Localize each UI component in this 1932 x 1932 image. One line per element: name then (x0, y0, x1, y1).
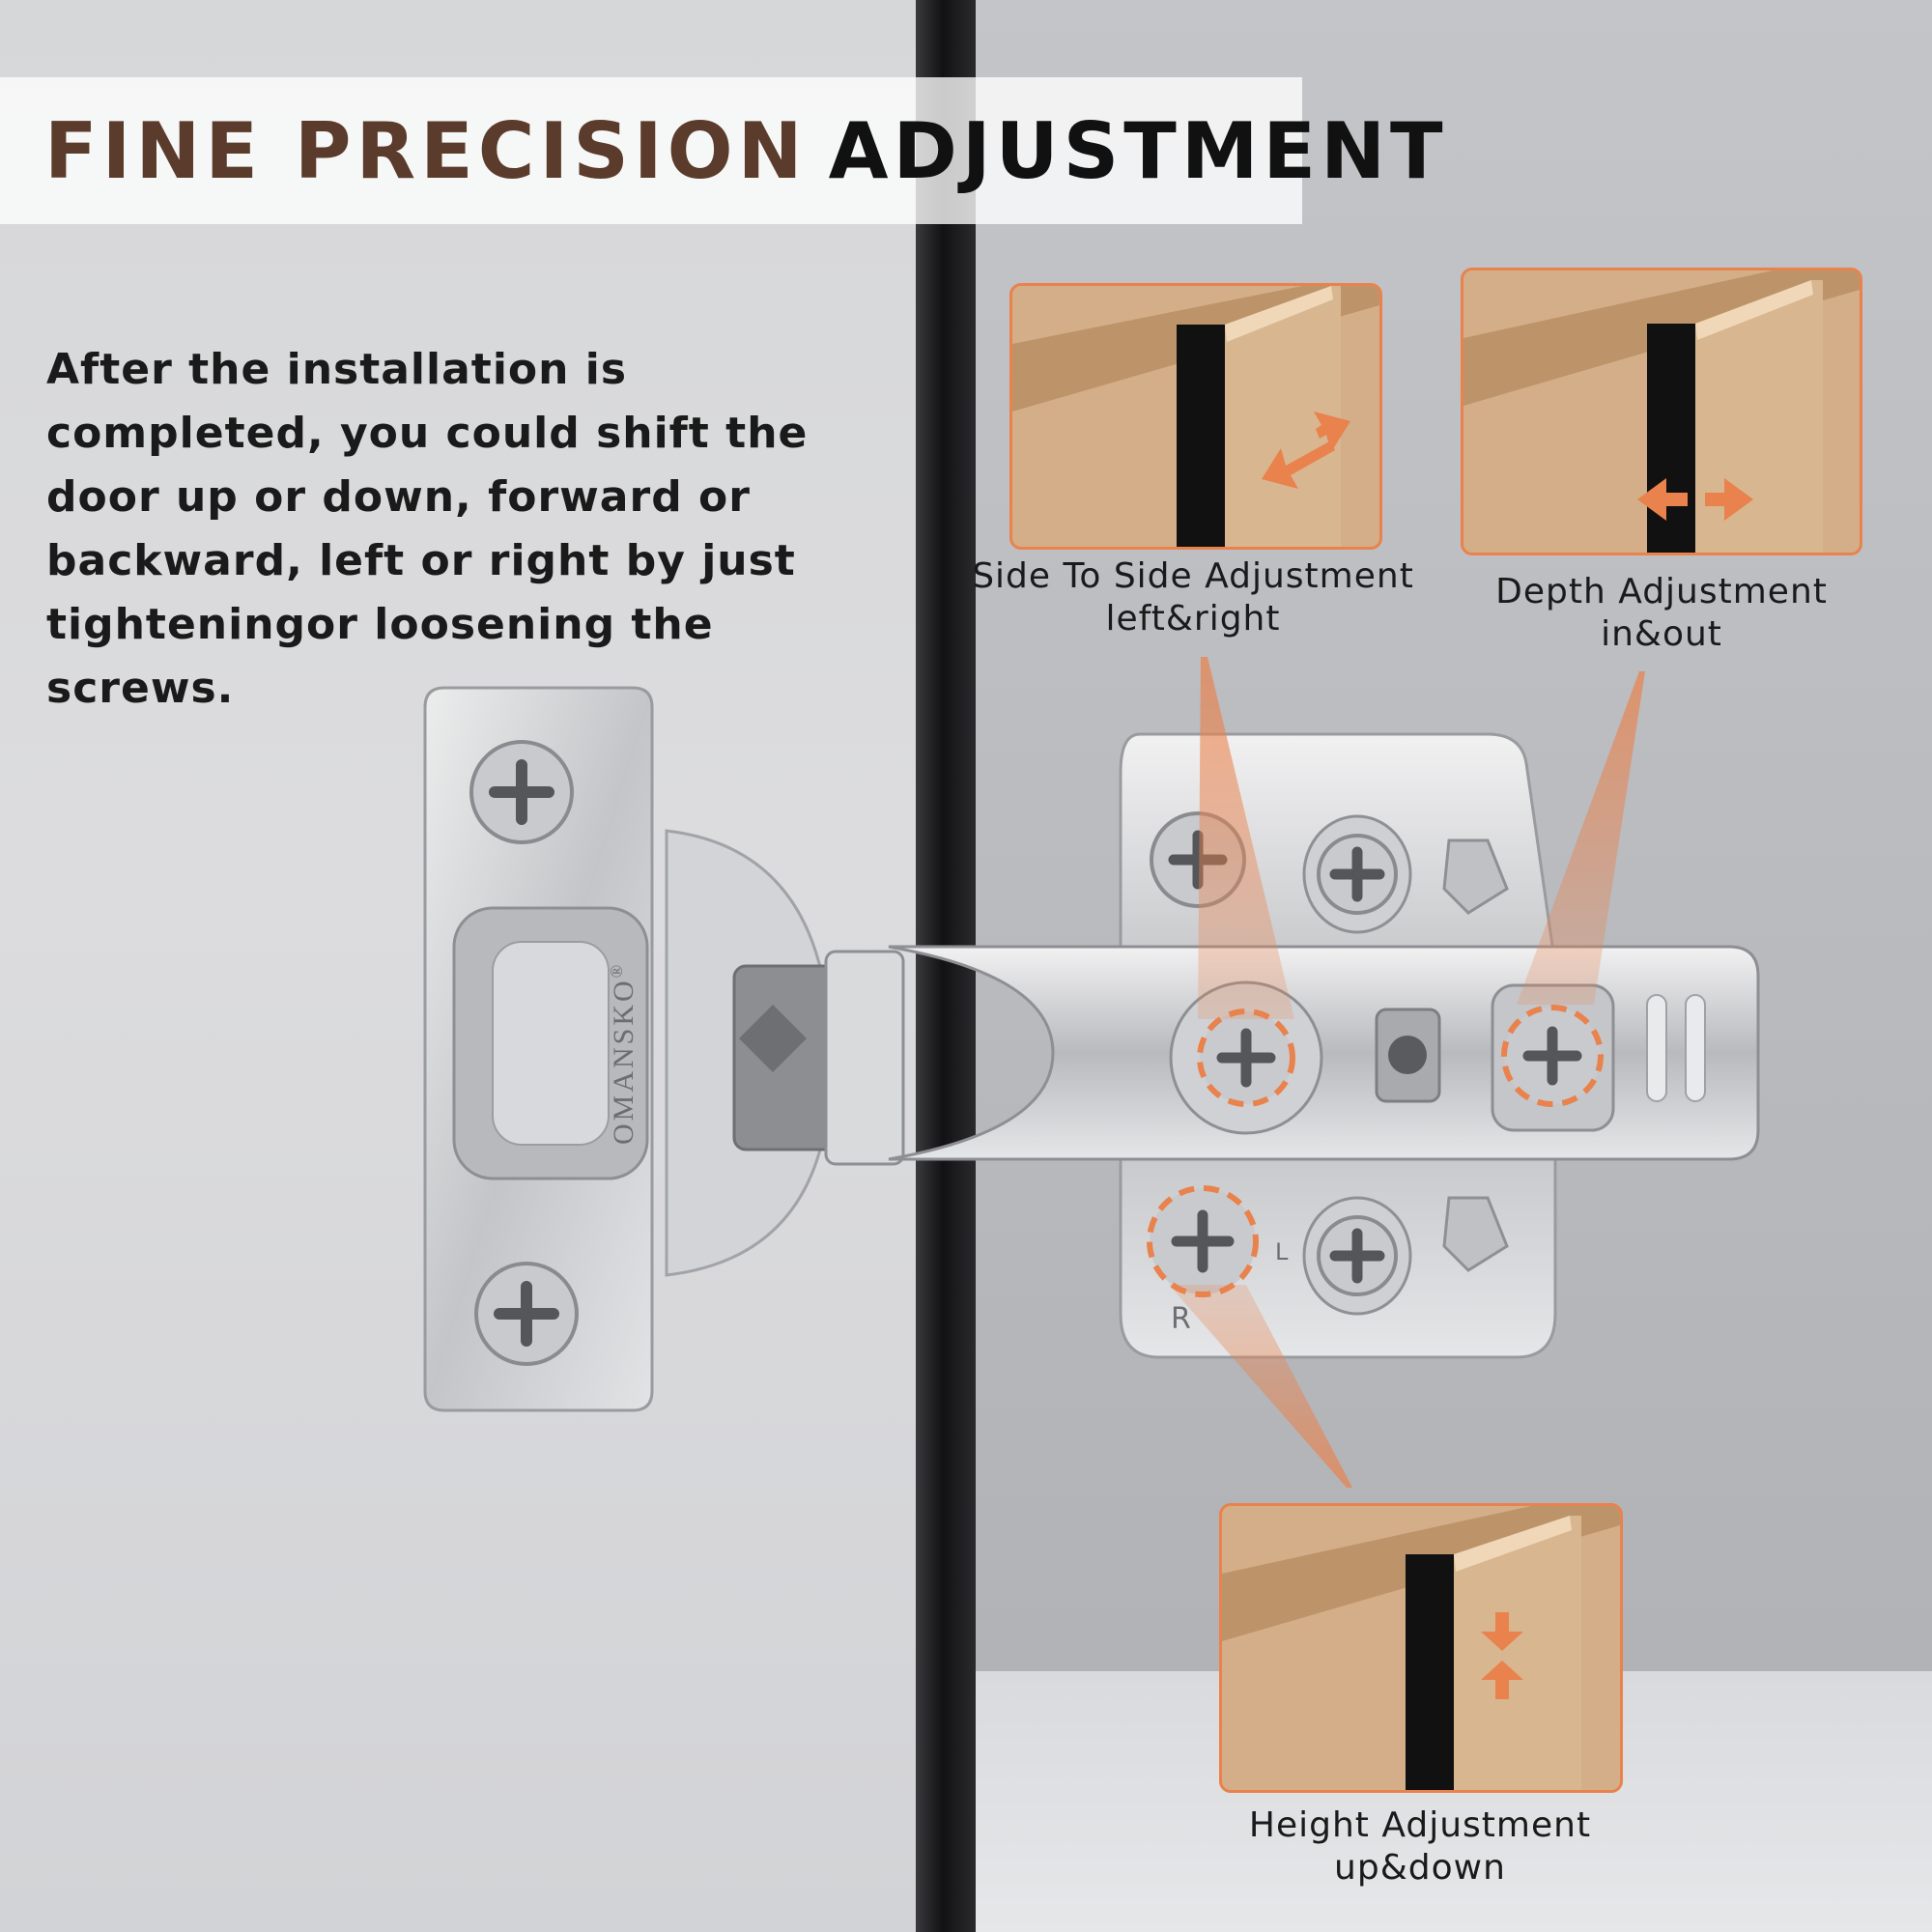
brand-logo: OMANSKO® (607, 932, 645, 1145)
depth-adjust-subtitle: in&out (1601, 614, 1722, 654)
plate-mark-right: R (1171, 1302, 1191, 1336)
side-adjust-subtitle: left&right (1105, 599, 1281, 639)
phillips-screw-icon (1147, 1185, 1259, 1297)
side-adjust-caption: Side To Side Adjustment left&right (956, 555, 1430, 640)
title-part2: ADJUSTMENT (828, 105, 1448, 196)
side-adjust-beam (1198, 657, 1294, 1019)
brand-name: OMANSKO (608, 978, 639, 1145)
double-arrow-icon (1637, 478, 1753, 521)
phillips-screw-icon (1501, 1005, 1604, 1107)
depth-adjust-caption: Depth Adjustment in&out (1449, 571, 1874, 656)
side-adjust-title: Side To Side Adjustment (972, 556, 1414, 596)
brand-registered-mark: ® (607, 961, 626, 979)
phillips-screw-icon (1317, 1215, 1398, 1296)
side-adjust-panel (1009, 283, 1382, 550)
double-arrow-icon (1481, 1612, 1523, 1699)
height-adjust-subtitle: up&down (1334, 1848, 1506, 1888)
phillips-screw-icon (1197, 1009, 1295, 1107)
phillips-screw-icon (1317, 834, 1398, 915)
description-text: After the installation is completed, you… (46, 345, 809, 713)
height-adjust-panel (1219, 1503, 1623, 1793)
phillips-screw-icon (469, 740, 574, 844)
plate-mark-left: L (1275, 1238, 1289, 1265)
height-adjust-beam (1169, 1285, 1352, 1488)
height-adjust-caption: Height Adjustment up&down (1188, 1804, 1652, 1889)
title-part1: FINE PRECISION (44, 105, 808, 196)
door-mount-plate (423, 686, 833, 1412)
depth-adjust-panel (1461, 268, 1862, 555)
double-arrow-icon (1262, 412, 1350, 489)
depth-adjust-title: Depth Adjustment (1495, 572, 1828, 611)
depth-adjust-beam (1517, 671, 1645, 1005)
phillips-screw-icon (474, 1262, 579, 1366)
height-adjust-title: Height Adjustment (1248, 1805, 1592, 1845)
